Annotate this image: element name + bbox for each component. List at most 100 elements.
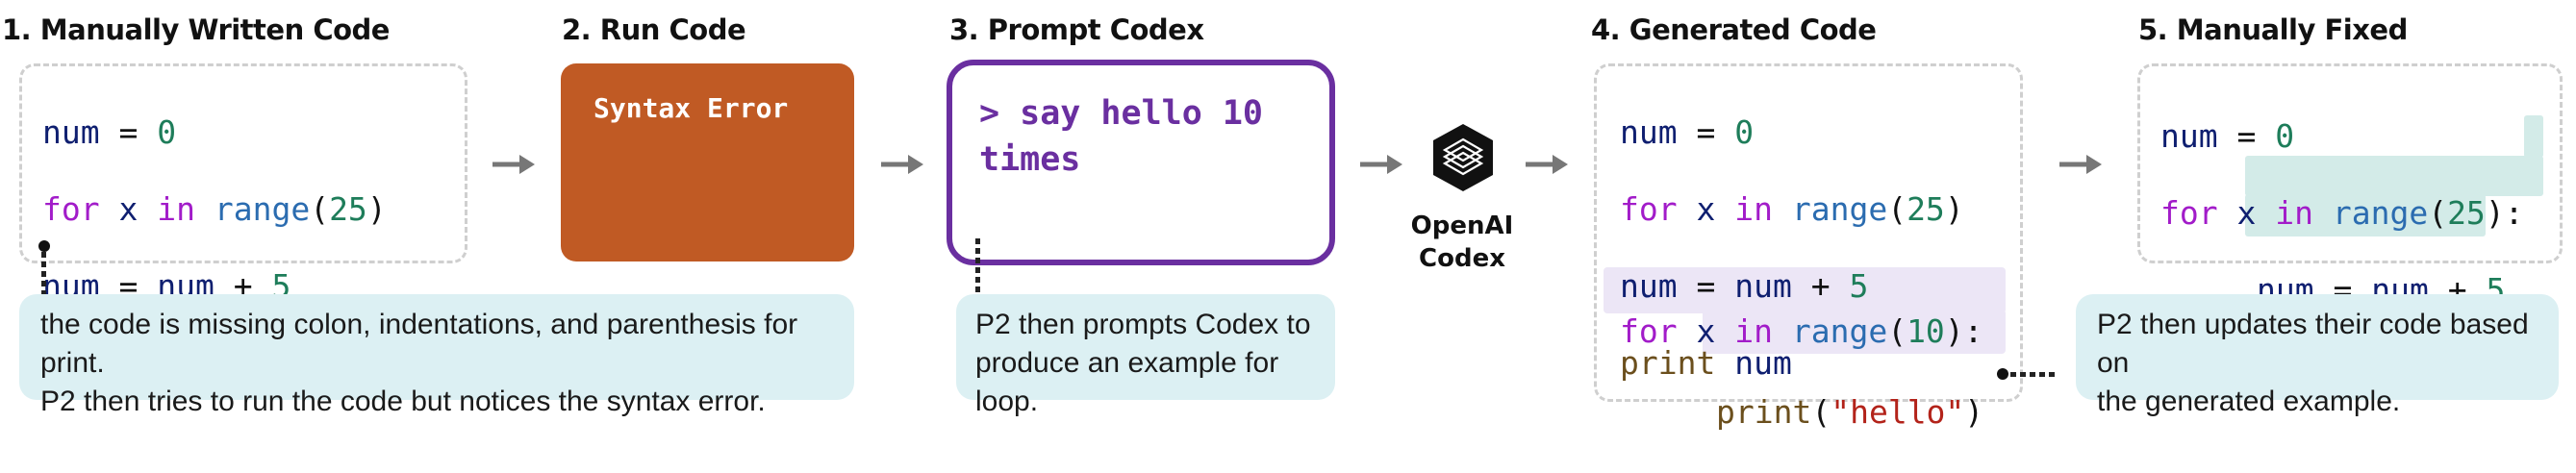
connector-line: [975, 238, 980, 292]
step-3-title: 3. Prompt Codex: [949, 13, 1204, 46]
prompt-line: times: [979, 140, 1081, 179]
code-token: =: [2217, 117, 2276, 155]
code-token: ):: [2485, 194, 2524, 232]
fixed-code-box: [2137, 63, 2563, 263]
note-step-3: P2 then prompts Codex to produce an exam…: [956, 294, 1335, 417]
step-4-title: 4. Generated Code: [1591, 13, 1877, 46]
code-token: range: [214, 190, 311, 228]
arrow-right-icon: [1526, 155, 1568, 174]
code-token: x: [2217, 194, 2276, 232]
arrow-right-icon: [1360, 155, 1402, 174]
code-token: x: [99, 190, 158, 228]
codex-prompt-text: > say hello 10 times: [979, 90, 1263, 183]
code-token: range: [1791, 190, 1888, 228]
code-line: print("hello"): [1620, 392, 1983, 433]
codex-prompt-box: > say hello 10 times: [947, 60, 1335, 265]
prompt-line: > say hello 10: [979, 94, 1264, 133]
code-token: num: [2160, 117, 2218, 155]
code-token: 10: [1907, 312, 1945, 350]
code-token: print: [1716, 393, 1812, 431]
generated-example-code: for x in range(10): print("hello"): [1620, 271, 1983, 473]
code-token: +: [1791, 267, 1850, 305]
arrow-right-icon: [492, 155, 535, 174]
code-token: num: [1620, 113, 1678, 151]
connector-line: [41, 252, 46, 294]
arrow-right-icon: [2059, 155, 2102, 174]
code-line: num = 0: [1620, 113, 1964, 152]
code-line: print num: [1620, 344, 1964, 383]
fix-highlight: [2245, 156, 2543, 196]
openai-codex-logo-icon: [1433, 124, 1493, 191]
codex-label-line: Codex: [1419, 244, 1505, 273]
code-token: range: [2332, 194, 2429, 232]
step-1-title: 1. Manually Written Code: [2, 13, 390, 46]
code-line: for x in range(25): [1620, 190, 1964, 229]
openai-codex-label: OpenAI Codex: [1385, 210, 1539, 275]
code-line: num = 0: [2160, 117, 2524, 156]
codex-label-line: OpenAI: [1410, 212, 1514, 240]
code-token: ): [366, 190, 387, 228]
note-step-5: P2 then updates their code based on the …: [2076, 294, 2559, 417]
note-line: produce an example for loop.: [975, 347, 1279, 417]
code-token: 25: [1907, 190, 1945, 228]
note-line: P2 then tries to run the code but notice…: [40, 386, 766, 417]
code-token: 0: [2275, 117, 2295, 155]
syntax-error-box: Syntax Error: [561, 63, 854, 261]
note-line: P2 then updates their code based on: [2097, 309, 2529, 379]
code-token: in: [1734, 312, 1773, 350]
code-token: (: [1811, 393, 1831, 431]
code-line: num = 0: [42, 113, 387, 152]
code-token: print: [1620, 344, 1716, 382]
code-line: for x in range(10):: [1620, 311, 1983, 352]
connector-dot: [38, 240, 50, 252]
note-line: the generated example.: [2097, 386, 2401, 417]
code-token: "hello": [1831, 393, 1965, 431]
code-token: num: [1734, 344, 1792, 382]
code-line: for x in range(25): [42, 190, 387, 229]
code-token: in: [157, 190, 195, 228]
code-token: x: [1677, 190, 1735, 228]
code-token: =: [99, 113, 158, 151]
generated-example-highlight: [1604, 267, 2006, 313]
generated-example-highlight: [1703, 310, 2006, 354]
code-line: for x in range(25):: [2160, 194, 2524, 233]
code-token: =: [1677, 267, 1735, 305]
code-token: [1773, 190, 1792, 228]
generated-code: num = 0 for x in range(25) num = num + 5…: [1620, 75, 1964, 421]
code-token: for: [2160, 194, 2218, 232]
fix-highlight: [2524, 115, 2543, 158]
connector-dot: [1997, 368, 2008, 380]
code-token: num: [1734, 267, 1792, 305]
code-token: 5: [1849, 267, 1869, 305]
code-token: num: [1620, 267, 1678, 305]
code-line: num = num + 5: [1620, 267, 1964, 306]
code-token: (: [1887, 312, 1907, 350]
arrow-right-icon: [881, 155, 923, 174]
code-token: in: [2275, 194, 2313, 232]
code-token: for: [1620, 190, 1678, 228]
code-token: (: [310, 190, 330, 228]
code-token: ): [1964, 393, 1984, 431]
step-2-title: 2. Run Code: [562, 13, 746, 46]
code-token: 25: [2447, 194, 2486, 232]
code-token: (: [1887, 190, 1907, 228]
code-token: num: [42, 113, 100, 151]
note-line: the code is missing colon, indentations,…: [40, 309, 798, 379]
code-token: [1773, 312, 1792, 350]
code-token: for: [42, 190, 100, 228]
code-token: ): [1944, 190, 1964, 228]
code-token: =: [1677, 113, 1735, 151]
note-line: P2 then prompts Codex to: [975, 309, 1311, 340]
step-5-title: 5. Manually Fixed: [2138, 13, 2408, 46]
code-token: for: [1620, 312, 1678, 350]
code-token: (: [2428, 194, 2448, 232]
code-token: range: [1791, 312, 1888, 350]
code-token: 25: [329, 190, 367, 228]
generated-code-box: [1594, 63, 2023, 402]
connector-line: [2010, 372, 2058, 377]
note-step-1: the code is missing colon, indentations,…: [19, 294, 854, 417]
code-token: 0: [1734, 113, 1755, 151]
code-token: x: [1677, 312, 1735, 350]
code-token: 0: [157, 113, 177, 151]
syntax-error-text: Syntax Error: [593, 92, 789, 124]
